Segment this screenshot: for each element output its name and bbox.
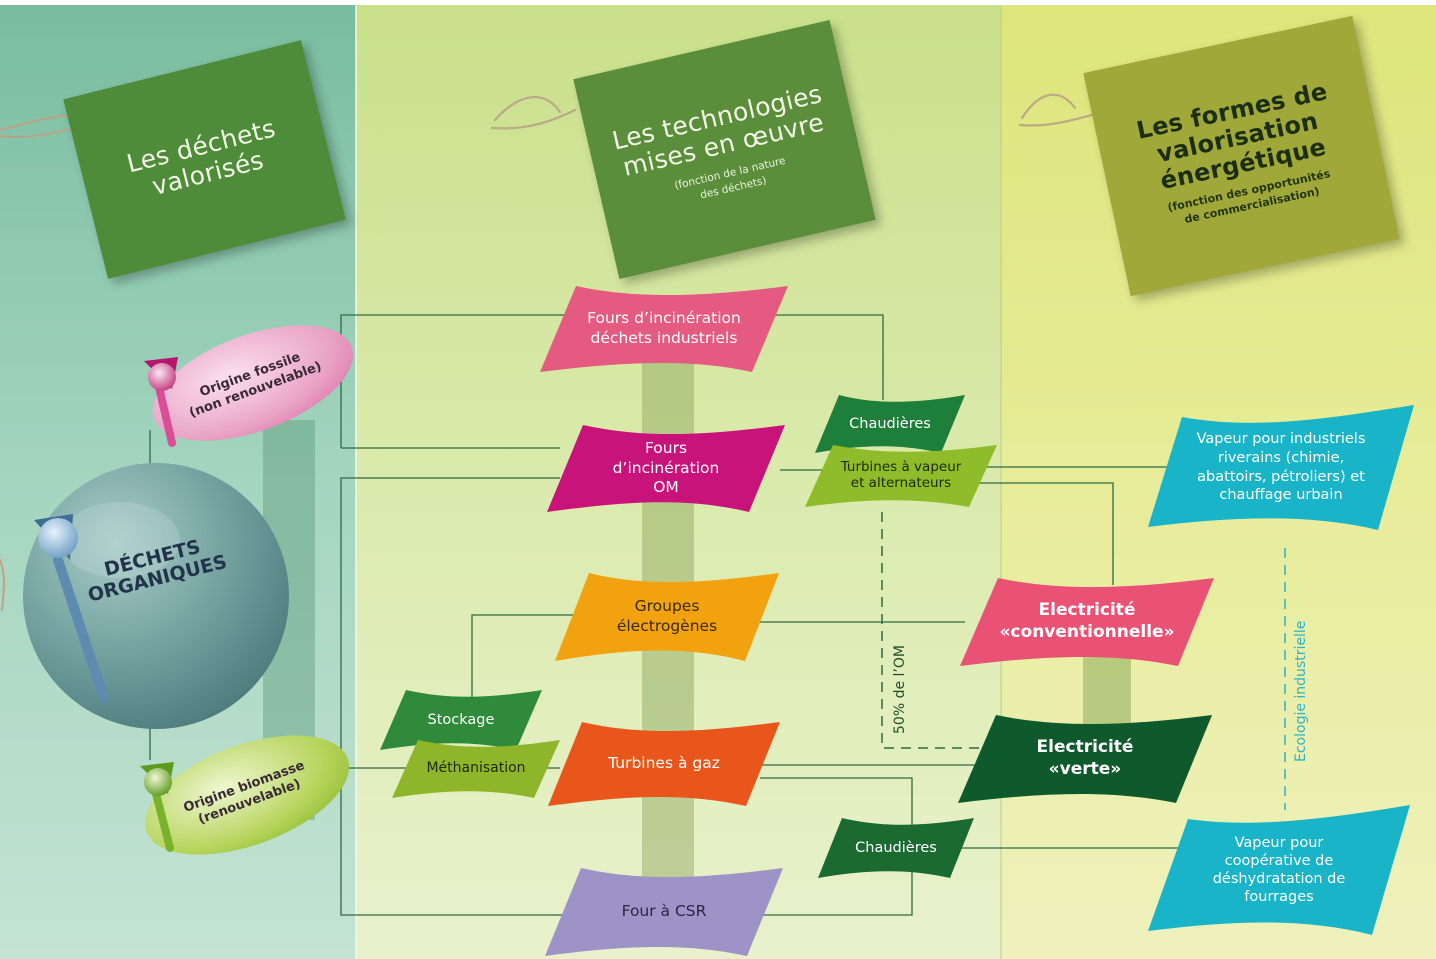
flag-line: et alternateurs xyxy=(850,475,952,491)
flag-line: «conventionnelle» xyxy=(999,622,1175,642)
flag-line: Fours xyxy=(644,438,688,457)
flag-line: abattoirs, pétroliers) et xyxy=(1197,468,1365,485)
flag-line: Chaudières xyxy=(849,415,931,432)
flag-shape xyxy=(1148,405,1414,530)
flag-line: Electricité xyxy=(1038,600,1136,621)
flag-line: coopérative de xyxy=(1224,852,1334,869)
flag-line: OM xyxy=(653,478,679,497)
flag-shape xyxy=(960,578,1214,666)
output-elec-verte: Electricité«verte» xyxy=(958,715,1212,803)
tech-stockage: Stockage xyxy=(380,690,542,750)
flag-line: riverains (chimie, xyxy=(1217,449,1345,466)
flag-line: Vapeur pour industriels xyxy=(1196,430,1366,447)
tech-chaudieres-1: Chaudières xyxy=(815,395,965,453)
flag-shape xyxy=(805,445,997,507)
om-share-label: 50% de l’OM xyxy=(892,645,908,734)
flag-shape xyxy=(1148,805,1410,935)
flag-line: déshydratation de xyxy=(1212,871,1346,887)
output-vapeur-industriels: Vapeur pour industriels riverains (chimie… xyxy=(1148,405,1414,530)
flag-line: chauffage urbain xyxy=(1219,487,1343,504)
flag-line: «verte» xyxy=(1048,759,1122,779)
flag-line: électrogènes xyxy=(616,617,718,635)
flag-shape xyxy=(392,740,560,798)
flag-line: Stockage xyxy=(427,711,495,728)
flag-line: Four à CSR xyxy=(621,902,707,921)
flag-line: Fours d’incinération xyxy=(587,309,741,328)
tech-four-csr: Four à CSR xyxy=(545,868,783,956)
flag-shape xyxy=(958,715,1212,803)
tech-turbines-gaz: Turbines à gaz xyxy=(548,722,780,806)
flag-line: fourrages xyxy=(1244,889,1314,906)
flag-shape xyxy=(548,722,780,806)
output-elec-conventionnelle: Electricité«conventionnelle» xyxy=(960,578,1214,666)
flag-line: d’incinération xyxy=(612,458,720,477)
flag-shape xyxy=(380,690,542,750)
flag-line: Vapeur pour xyxy=(1234,834,1324,851)
flag-shape xyxy=(547,425,785,512)
flag-shape xyxy=(540,286,788,372)
flag-line: Electricité xyxy=(1036,737,1134,758)
flag-shape xyxy=(545,868,783,956)
flag-shape xyxy=(818,818,974,878)
tech-chaudieres-2: Chaudières xyxy=(818,818,974,878)
flag-line: Groupes xyxy=(634,597,700,616)
flag-line: Méthanisation xyxy=(426,760,526,777)
flag-shape xyxy=(555,573,779,661)
fossil-pin-icon xyxy=(144,357,178,447)
industrial-ecology-label: Ecologie industrielle xyxy=(1293,620,1309,762)
flag-shape xyxy=(815,395,965,453)
flag-line: Turbines à vapeur xyxy=(840,459,962,476)
flag-line: déchets industriels xyxy=(590,329,738,347)
flag-line: Chaudières xyxy=(855,839,937,856)
tech-methanisation: Méthanisation xyxy=(392,740,560,798)
biomass-pin-icon xyxy=(140,762,174,852)
flag-line: Turbines à gaz xyxy=(608,754,720,773)
